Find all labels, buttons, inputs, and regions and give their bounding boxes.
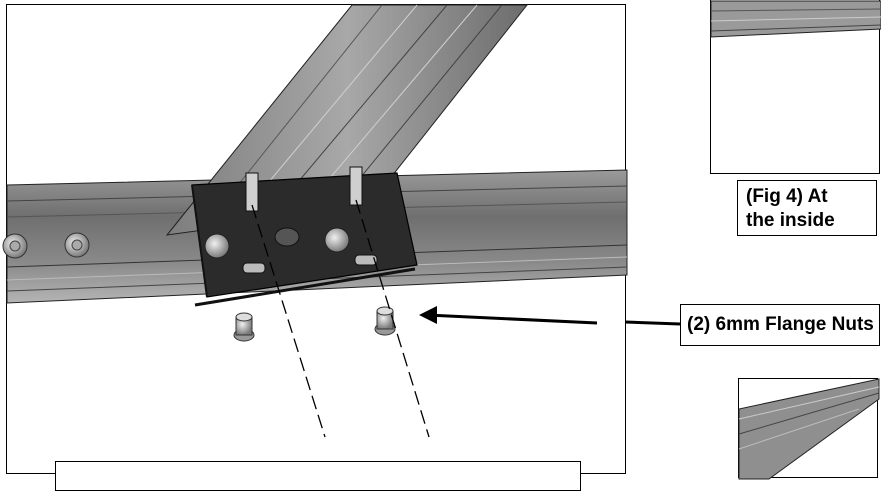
fig4-caption: (Fig 4) At the inside (737, 180, 877, 236)
bracket-bolt (324, 227, 350, 253)
fig4-drawing (710, 0, 881, 38)
pointer-arrow (426, 313, 598, 325)
flange-nuts-text: (2) 6mm Flange Nuts (687, 314, 874, 335)
assembly-guide-line (355, 199, 430, 438)
assembly-drawing (2, 4, 628, 438)
flange-nut (374, 306, 396, 336)
assembly-guide-line (251, 204, 326, 438)
carriage-stud (349, 166, 363, 206)
bottom-right-illustration-frame (738, 378, 880, 480)
fig4-caption-line1: (Fig 4) At (746, 186, 828, 207)
fig4-caption-line2: the inside (746, 210, 835, 231)
main-illustration-frame (2, 4, 628, 491)
fig4-illustration-frame (710, 0, 881, 174)
flange-nuts-label: (2) 6mm Flange Nuts (680, 304, 880, 346)
bottom-right-drawing (738, 378, 880, 480)
bottom-caption-box (55, 461, 581, 491)
mounting-bracket (191, 166, 418, 307)
flange-nut (233, 312, 255, 342)
bracket-bolt (204, 233, 230, 259)
carriage-stud (245, 172, 259, 212)
